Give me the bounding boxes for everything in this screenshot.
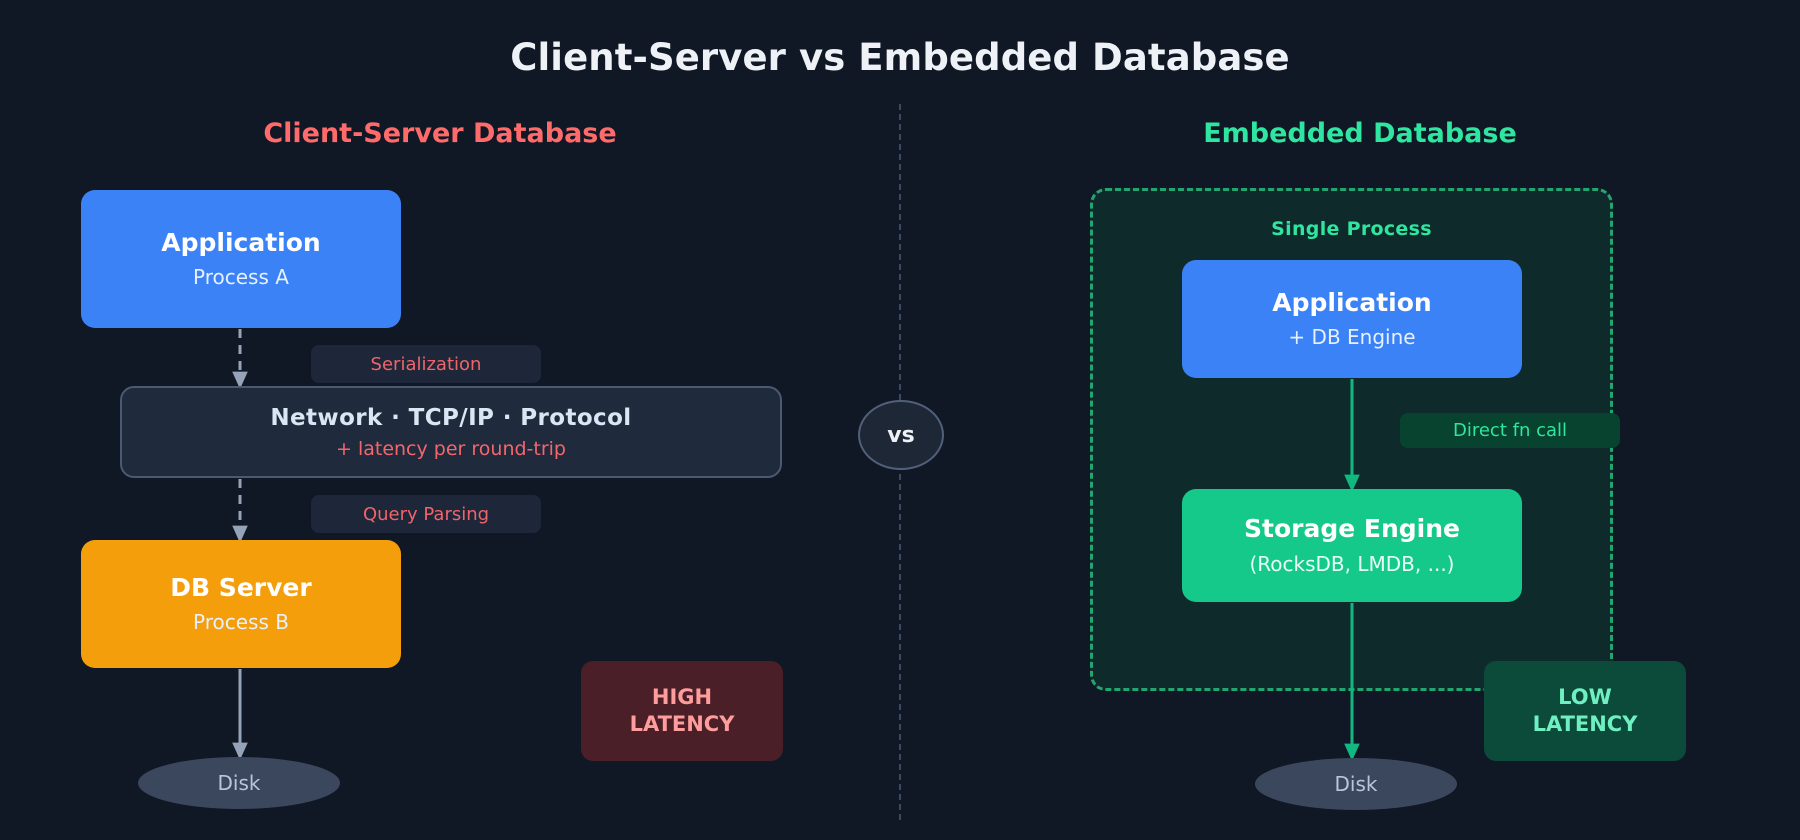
low-latency-badge: LOW LATENCY — [1484, 661, 1686, 761]
page-title: Client-Server vs Embedded Database — [510, 36, 1290, 79]
high-latency-line2: LATENCY — [629, 712, 735, 736]
node-title: DB Server — [170, 572, 312, 602]
node-network-layer[interactable]: Network · TCP/IP · Protocol + latency pe… — [120, 386, 782, 478]
disk-ellipse-left: Disk — [138, 757, 340, 809]
node-title: Application — [1272, 287, 1432, 317]
single-process-label: Single Process — [1271, 218, 1432, 240]
chip-serialization: Serialization — [311, 345, 541, 383]
network-title: Network · TCP/IP · Protocol — [270, 404, 632, 431]
chip-query-parsing: Query Parsing — [311, 495, 541, 533]
vs-badge: vs — [858, 400, 944, 470]
disk-ellipse-right: Disk — [1255, 758, 1457, 810]
node-application-client-server[interactable]: Application Process A — [81, 190, 401, 328]
left-column-header: Client-Server Database — [263, 118, 617, 149]
chip-direct-fn-call: Direct fn call — [1400, 413, 1620, 448]
network-subtitle: + latency per round-trip — [335, 437, 566, 460]
node-storage-engine[interactable]: Storage Engine (RocksDB, LMDB, ...) — [1182, 489, 1522, 602]
right-column-header: Embedded Database — [1203, 118, 1517, 149]
node-subtitle: Process A — [193, 265, 289, 290]
node-subtitle: Process B — [193, 610, 289, 635]
node-title: Storage Engine — [1244, 514, 1460, 544]
node-db-server[interactable]: DB Server Process B — [81, 540, 401, 668]
high-latency-line1: HIGH — [651, 684, 713, 709]
low-latency-line1: LOW — [1558, 684, 1612, 709]
node-subtitle: (RocksDB, LMDB, ...) — [1249, 551, 1455, 576]
node-title: Application — [161, 227, 321, 257]
high-latency-badge: HIGH LATENCY — [581, 661, 783, 761]
node-subtitle: + DB Engine — [1288, 325, 1416, 350]
node-application-embedded[interactable]: Application + DB Engine — [1182, 260, 1522, 378]
low-latency-line2: LATENCY — [1532, 712, 1638, 736]
